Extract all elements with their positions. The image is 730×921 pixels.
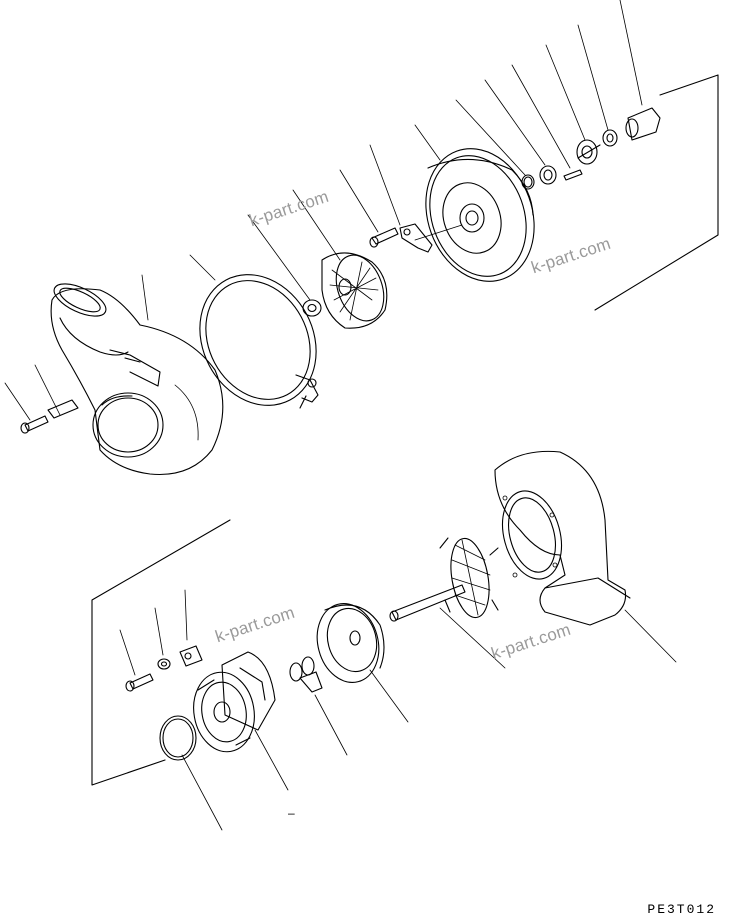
bolt-lower [125, 673, 154, 692]
key-left [47, 399, 79, 419]
figure-code: PE3T012 [647, 902, 716, 917]
alignment-line [414, 224, 463, 241]
washer [602, 129, 618, 147]
heat-shield [316, 603, 385, 683]
turbine-housing [494, 450, 631, 626]
center-housing [193, 651, 276, 753]
v-band-clamp [199, 274, 319, 409]
lower-assembly-bracket [91, 519, 231, 786]
bolt-upper [369, 227, 399, 248]
thrust-collar [539, 165, 557, 185]
small-mark: – [288, 806, 295, 820]
leader-lines-lower [119, 589, 677, 831]
thrust-bearing [576, 139, 601, 165]
seal-plate [425, 148, 535, 282]
bolt-left [20, 415, 49, 434]
upper-assembly-bracket [594, 74, 719, 311]
compressor-wheel [321, 252, 388, 329]
washer-lower [157, 658, 171, 670]
seal-ring-upper [521, 174, 535, 190]
bearing-sleeve [625, 107, 661, 141]
lock-plate [399, 223, 433, 253]
compressor-housing [50, 283, 224, 476]
o-ring-lower [159, 715, 197, 761]
lock-plate-lower [179, 645, 203, 667]
leader-lines-upper [4, 0, 643, 421]
seal-rings-lower [289, 656, 323, 693]
wheel-nut [302, 299, 322, 317]
turbine-wheel-shaft [389, 537, 499, 622]
pin [563, 169, 583, 181]
